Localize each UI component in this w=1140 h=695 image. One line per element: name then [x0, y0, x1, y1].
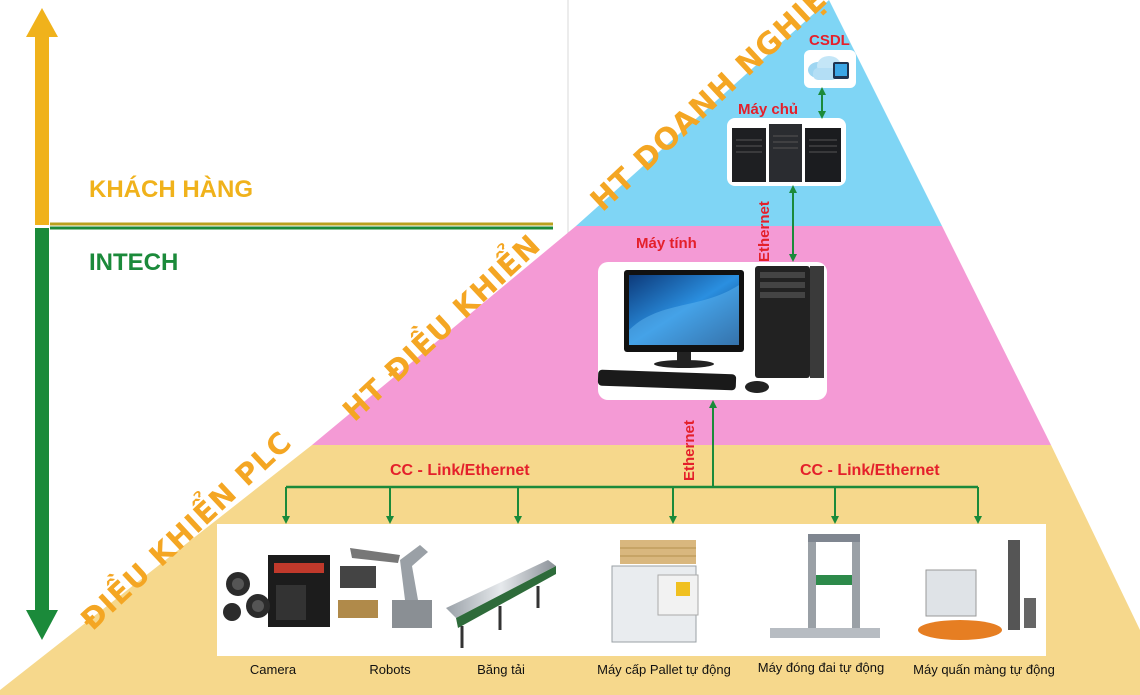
bus-right-label: CC - Link/Ethernet: [800, 462, 940, 479]
wrapping-machine-icon: [918, 540, 1036, 640]
device-caption-pallet: Máy cấp Pallet tự động: [597, 662, 731, 677]
desktop-computer-icon: [597, 266, 824, 393]
bus-left-label: CC - Link/Ethernet: [390, 462, 530, 479]
computer-label: Máy tính: [636, 235, 697, 252]
device-caption-conveyor: Băng tải: [477, 662, 525, 677]
server-label: Máy chủ: [738, 101, 799, 118]
server-rack-icon: [732, 124, 841, 182]
device-caption-robots: Robots: [369, 662, 411, 677]
device-caption-wrapping: Máy quấn màng tự động: [913, 662, 1055, 677]
device-caption-strapping: Máy đóng đai tự động: [757, 660, 885, 675]
intech-label: INTECH: [89, 249, 179, 276]
customer-label: KHÁCH HÀNG: [89, 176, 253, 203]
device-caption-camera: Camera: [249, 662, 297, 677]
camera-icon: [223, 555, 330, 627]
database-label: CSDL: [809, 32, 850, 49]
ethernet-lower-label: Ethernet: [681, 420, 698, 481]
up-arrow-icon: [26, 8, 58, 37]
ethernet-upper-label: Ethernet: [756, 201, 773, 262]
conveyor-icon: [446, 560, 556, 648]
pallet-feeder-icon: [611, 540, 699, 643]
down-arrow-icon: [26, 610, 58, 640]
strapping-machine-icon: [770, 534, 880, 638]
robot-arm-icon: [338, 545, 432, 628]
cloud-database-icon: [808, 56, 849, 80]
